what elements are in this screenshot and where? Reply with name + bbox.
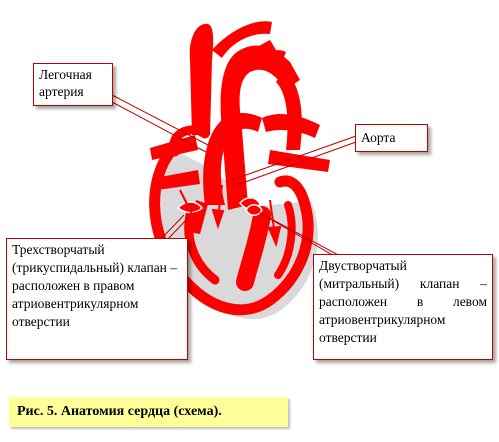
left-ventricle-wall [274, 201, 296, 279]
aortic-branch-1 [212, 21, 272, 58]
pulmonary-branch-right [262, 114, 320, 138]
leader-pulmonary-artery [111, 94, 209, 146]
tricuspid-valve-shape [176, 201, 203, 214]
descending-aorta [276, 70, 302, 150]
leader-mitral [257, 211, 337, 258]
leader-tricuspid [159, 214, 185, 241]
great-vessels [150, 21, 330, 234]
pulmonary-artery-label: Легочная артерия [33, 63, 113, 106]
pulmonary-branch-right-2 [268, 150, 330, 172]
aortic-arch [220, 45, 300, 210]
aorta-label: Аорта [355, 124, 428, 152]
septum [236, 206, 271, 291]
leader-mitral-2 [261, 213, 343, 258]
flow-arrows [179, 184, 282, 248]
mitral-valve-label: Двустворчатый (митральный) клапан – расп… [313, 254, 493, 360]
leader-pulmonary-artery-2 [111, 101, 207, 153]
leader-aorta-2 [233, 141, 357, 187]
leader-tricuspid-2 [166, 216, 190, 241]
aortic-branch-2 [242, 40, 276, 66]
pulmonary-trunk [203, 113, 262, 205]
tricuspid-valve-label: Трехстворчатый (трикуспидальный) клапан … [6, 238, 188, 360]
leader-lines [111, 94, 357, 258]
pulmonary-vein-left-2 [155, 170, 200, 190]
valves [176, 197, 263, 216]
figure-caption: Рис. 5. Анатомия сердца (схема). [9, 397, 288, 427]
heart-outer-wall [149, 144, 314, 316]
mitral-valve-shape [239, 197, 263, 216]
aortic-branch-3 [258, 50, 286, 68]
right-ventricle-wall [184, 210, 220, 285]
superior-vena-cava [189, 23, 214, 135]
leader-aorta [231, 135, 357, 181]
